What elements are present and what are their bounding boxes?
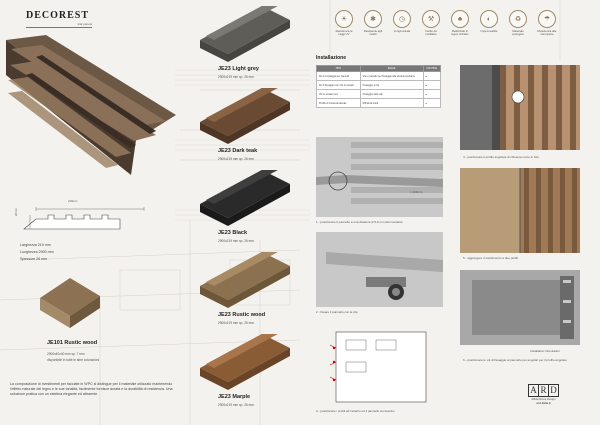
step5-image [460,168,580,253]
table-cell: ● [422,89,442,99]
product-description: La composizione di rivestimenti per facc… [10,382,173,396]
corner-spec: 2900x40x40 mm sp. 7 mm [47,352,85,356]
profile-height-label: 26mm [14,208,18,216]
feature-item: ♻ Materiale ecologico [507,10,529,36]
feature-item: ✱ Resistente agli insetti [362,10,384,36]
product-spec: 2900x219 mm sp. 26 mm [218,157,254,161]
table-cell: Fissaggio a clip [359,80,424,90]
step6-caption: 6 - posizionare le viti di fissaggio al … [463,358,568,362]
product-spec: 2900x219 mm sp. 26 mm [218,403,254,407]
step2-image [316,232,443,307]
feature-label: Realizzato in legno riciclato [451,29,469,37]
table-cell: ● [422,71,442,81]
feature-label: Impermeabile [480,29,498,33]
spec-length: Lunghezza 2900 mm [20,250,54,254]
profile-section-drawing [23,207,145,230]
feature-item: ◐ Impermeabile [478,10,500,36]
step1-caption: 1 - posizionare il pannello a una distan… [316,220,403,224]
table-cell: Vite e tassello per fissaggio alla strut… [359,71,424,81]
installation-title: Installazione [316,55,347,61]
clock-icon: ◷ [393,10,411,28]
ard-code: ard-italia.it [536,401,551,405]
table-cell: Profilo di chiusura laterale [316,98,361,108]
product-swatch-marple [200,334,290,390]
step4-caption: 4 - posizionare il profilo angolare di c… [463,155,539,159]
brand-name: DECOREST [26,10,90,21]
product-spec: 2900x219 mm sp. 26 mm [218,321,254,325]
step2-caption: 2 - fissare il pannello con le clip [316,310,358,314]
hero-panel-image [6,35,176,175]
insect-icon: ✱ [364,10,382,28]
profile-width-label: 219mm [68,199,78,203]
spec-thickness: Spessore 26 mm [20,257,48,261]
table-cell: Kit di montaggio per pannelli [316,71,361,81]
features-row: ☀ Resistenza ai raggi UV ✱ Resistente agl… [333,10,558,36]
step5-caption: 5 - aggiungere il rivestimento a due pro… [463,256,518,260]
profile-specs: Larghezza 219 mm Lunghezza 2900 mm Spess… [20,242,54,263]
ard-letter: A [529,385,539,396]
installation-table: TIPO IMAGE FOOTING Kit di montaggio per … [316,65,442,108]
feature-item: ♣ Realizzato in legno riciclato [449,10,471,36]
installation-legend: Installation Orientation [530,349,560,353]
feature-label: Resistenza ai raggi UV [335,29,353,37]
product-name: JE23 Marple [218,394,251,400]
corner-profile-image [40,278,100,328]
table-cell: Rifinitura bordi [359,98,424,108]
product-name: JE23 Dark teak [218,148,258,154]
step3-caption: 3 - posizionare i profili ad incastro ed… [316,409,395,413]
table-cell: Viti in acciaio inox [316,89,361,99]
ard-sub: Affida Ricca Design [531,397,556,401]
eco-icon: ♻ [509,10,527,28]
product-spec: 2900x219 mm sp. 26 mm [218,75,254,79]
brand-sub: slat panels [77,22,92,26]
product-name: JE23 Rustic wood [218,312,266,318]
product-swatch-rustic-wood [200,252,290,308]
table-cell: Kit di fissaggio con clip in acciaio [316,80,361,90]
drop-icon: ◐ [480,10,498,28]
product-swatch-black [200,170,290,226]
brand-logo: DECOREST slat panels [26,10,92,28]
product-name: JE23 Light grey [218,66,259,72]
feature-label: Resistente agli insetti [363,29,383,37]
feature-item: ☂ Resistenza alle intemperie [536,10,558,36]
feature-label: Facile da installare [425,29,437,37]
feature-label: Materiale ecologico [512,29,524,37]
rain-icon: ☂ [538,10,556,28]
ard-letter: R [539,385,549,396]
product-swatch-light-grey [200,6,290,62]
feature-item: ☀ Resistenza ai raggi UV [333,10,355,36]
spec-width: Larghezza 219 mm [20,243,51,247]
table-cell: ● [422,80,442,90]
ard-letter: D [550,385,557,395]
feature-label: Resistenza alle intemperie [537,29,557,37]
step3-drawing [329,331,427,403]
corner-note: disponibile in tutte le altre colorazion… [47,358,100,362]
feature-item: ⚒ Facile da installare [420,10,442,36]
step4-image [460,65,580,150]
corner-name: JE101 Rustic wood [47,340,98,346]
sun-icon: ☀ [335,10,353,28]
table-cell: Fissaggio delle clip [359,89,424,99]
product-spec: 2900x219 mm sp. 26 mm [218,239,254,243]
feature-item: ◷ Lunga durata [391,10,413,36]
tree-icon: ♣ [451,10,469,28]
product-swatch-dark-teak [200,88,290,144]
step1-image [316,137,443,217]
table-cell: ● [422,98,442,108]
step6-image [460,270,580,345]
measure-label: ≈ 400mm [410,190,423,194]
feature-label: Lunga durata [393,29,411,33]
tools-icon: ⚒ [422,10,440,28]
product-name: JE23 Black [218,230,248,236]
